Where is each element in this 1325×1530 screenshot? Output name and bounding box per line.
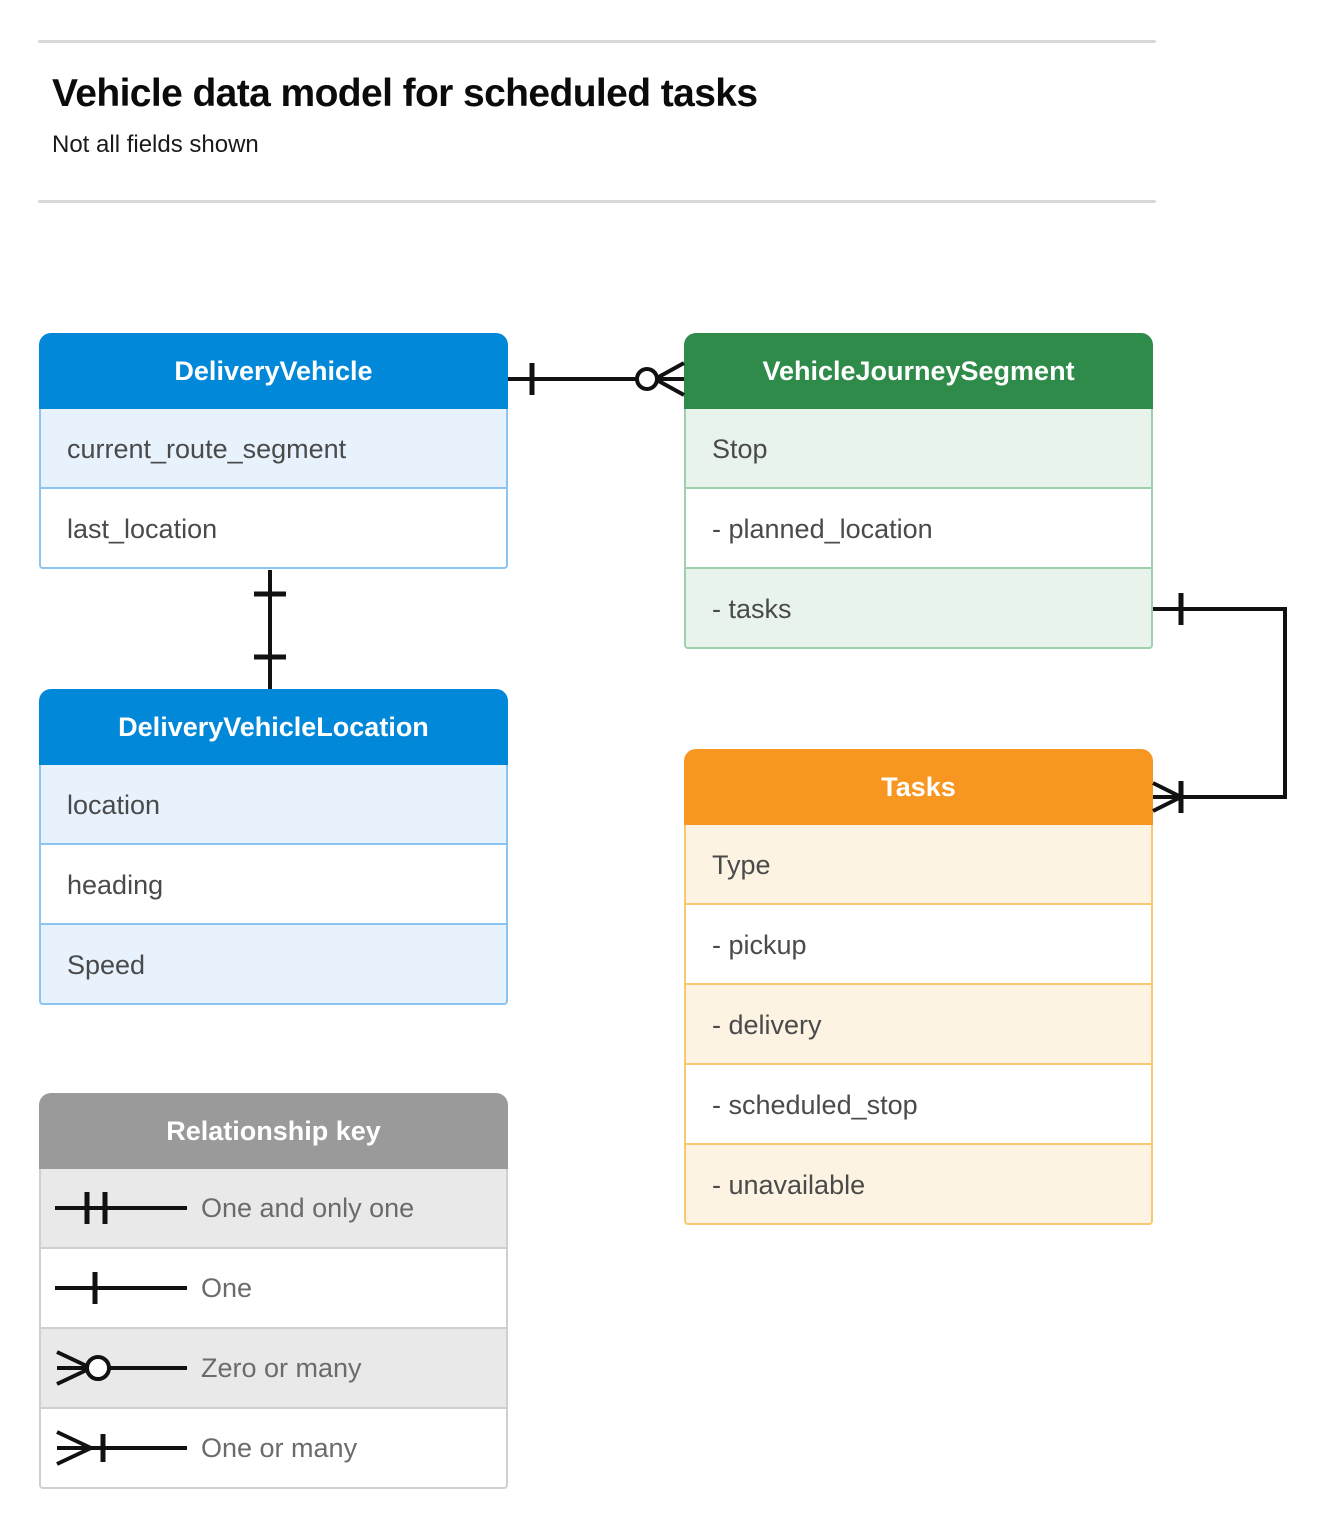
entity-field-row: - tasks: [684, 569, 1153, 649]
entity-vehicle-journey-segment[interactable]: VehicleJourneySegment Stop - planned_loc…: [684, 333, 1153, 649]
entity-field-row: - scheduled_stop: [684, 1065, 1153, 1145]
relationship-vehicle-to-vehicle-location: [254, 570, 286, 689]
entity-header-delivery-vehicle: DeliveryVehicle: [39, 333, 508, 409]
one-and-only-one-icon: [41, 1169, 201, 1247]
entity-field-row: last_location: [39, 489, 508, 569]
header-divider-top: [38, 40, 1156, 43]
legend-label: One: [201, 1272, 253, 1303]
legend-label: One and only one: [201, 1192, 415, 1223]
legend-label: One or many: [201, 1432, 358, 1463]
entity-tasks[interactable]: Tasks Type - pickup - delivery - schedul…: [684, 749, 1153, 1225]
entity-field-row: - delivery: [684, 985, 1153, 1065]
entity-field-row: current_route_segment: [39, 409, 508, 489]
entity-delivery-vehicle[interactable]: DeliveryVehicle current_route_segment la…: [39, 333, 508, 569]
legend-row-zero-or-many: Zero or many: [39, 1329, 508, 1409]
entity-field-row: Speed: [39, 925, 508, 1005]
page-subtitle: Not all fields shown: [52, 131, 259, 158]
entity-header-delivery-vehicle-location: DeliveryVehicleLocation: [39, 689, 508, 765]
entity-field-row: heading: [39, 845, 508, 925]
page-title: Vehicle data model for scheduled tasks: [52, 72, 758, 115]
entity-field-row: - unavailable: [684, 1145, 1153, 1225]
entity-field-row: Type: [684, 825, 1153, 905]
entity-delivery-vehicle-location[interactable]: DeliveryVehicleLocation location heading…: [39, 689, 508, 1005]
entity-field-row: Stop: [684, 409, 1153, 489]
relationship-journey-segment-tasks-to-tasks: [1152, 593, 1287, 813]
one-or-many-icon: [41, 1409, 201, 1487]
entity-header-vehicle-journey-segment: VehicleJourneySegment: [684, 333, 1153, 409]
relationship-vehicle-to-journey-segment: [508, 361, 685, 397]
header-divider-bottom: [38, 200, 1156, 203]
legend-row-one-and-only-one: One and only one: [39, 1169, 508, 1249]
entity-field-row: - pickup: [684, 905, 1153, 985]
one-icon: [41, 1249, 201, 1327]
legend-label: Zero or many: [201, 1352, 362, 1383]
entity-header-tasks: Tasks: [684, 749, 1153, 825]
entity-field-row: location: [39, 765, 508, 845]
legend-title: Relationship key: [39, 1093, 508, 1169]
legend-row-one: One: [39, 1249, 508, 1329]
entity-field-row: - planned_location: [684, 489, 1153, 569]
legend-row-one-or-many: One or many: [39, 1409, 508, 1489]
relationship-key-legend: Relationship key One and only one One: [39, 1093, 508, 1489]
zero-or-many-icon: [41, 1329, 201, 1407]
